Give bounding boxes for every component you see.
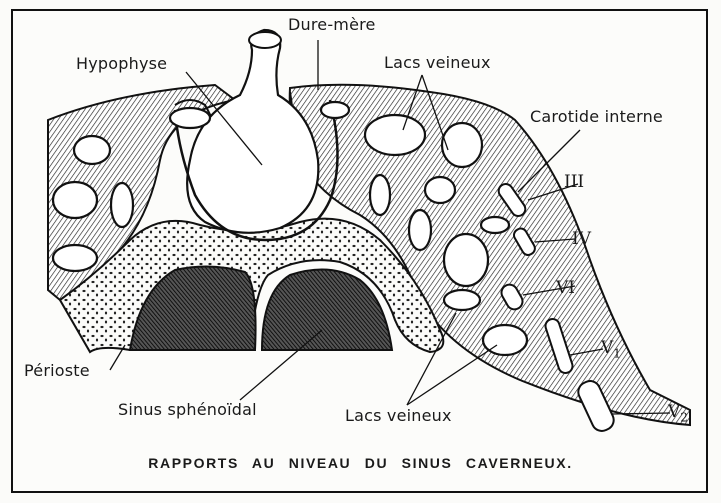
label-sinus-sphenoidal: Sinus sphénoïdal	[118, 400, 257, 419]
label-lacs-veineux-bottom: Lacs veineux	[345, 406, 452, 425]
label-nerve-vi: VI	[556, 278, 575, 298]
label-hypophyse: Hypophyse	[76, 54, 167, 73]
label-carotide-interne: Carotide interne	[530, 107, 663, 126]
figure-caption: RAPPORTS AU NIVEAU DU SINUS CAVERNEUX.	[0, 455, 721, 471]
pituitary-gland	[187, 30, 318, 233]
label-nerve-v1: V1	[601, 338, 621, 360]
label-perioste: Périoste	[24, 361, 90, 380]
label-lacs-veineux-top: Lacs veineux	[384, 53, 491, 72]
label-nerve-iv: IV	[572, 229, 591, 249]
label-nerve-iii: III	[564, 172, 584, 192]
label-nerve-v2: V2	[668, 402, 688, 424]
label-dure-mere: Dure-mère	[288, 15, 376, 34]
pituitary-stalk-top	[249, 32, 281, 48]
